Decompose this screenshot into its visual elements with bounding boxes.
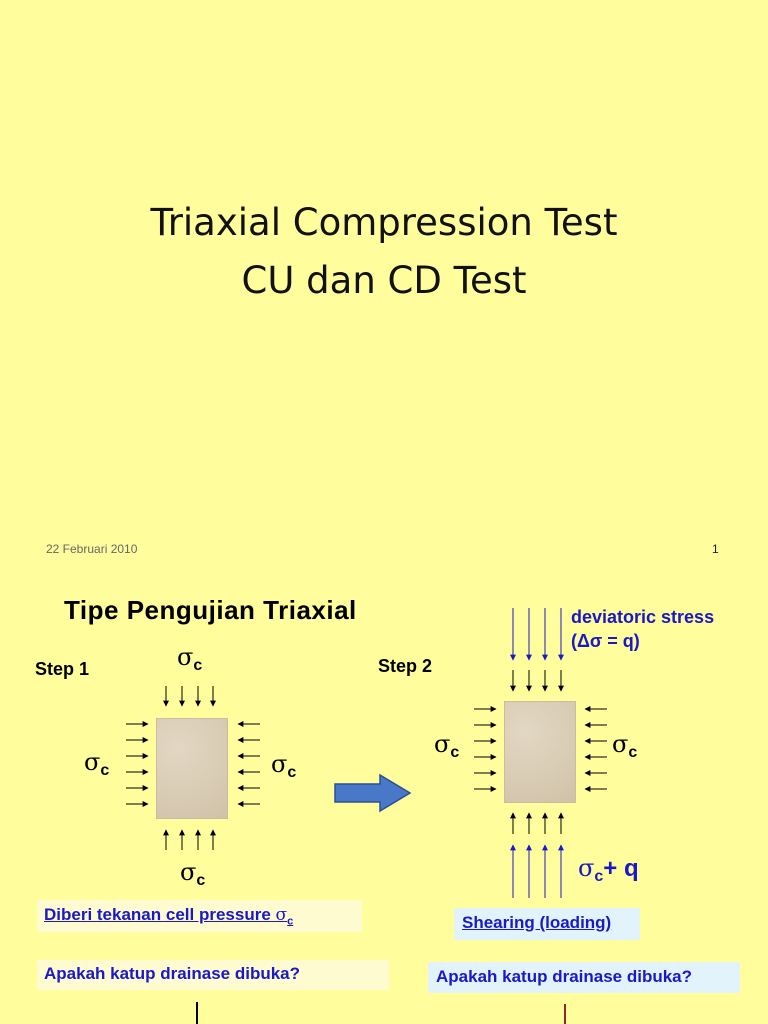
- sigma-c-right-step1: σc: [271, 750, 297, 781]
- sigma-c-top-step1: σc: [177, 643, 203, 674]
- callout-drainage-left: Apakah katup drainase dibuka?: [37, 960, 389, 990]
- diagram-title: Tipe Pengujian Triaxial: [64, 595, 357, 625]
- deviatoric-stress-text: deviatoric stress: [571, 607, 715, 627]
- transition-arrow: [334, 773, 412, 813]
- step2-up-arrows: [510, 812, 564, 834]
- sigma-c-left-step2: σc: [434, 730, 460, 761]
- deviatoric-stress-formula: (Δσ = q): [571, 631, 640, 651]
- sigma-c-right-step2: σc: [612, 730, 638, 761]
- callout-shearing: Shearing (loading): [454, 908, 640, 940]
- step-1-label: Step 1: [35, 659, 90, 679]
- title-line-1: Triaxial Compression Test: [150, 201, 618, 244]
- step1-left-arrows: [237, 721, 260, 807]
- step2-deviatoric-down-arrows: [510, 608, 564, 661]
- sigma-c-plus-q-label: σc+ q: [578, 854, 639, 885]
- slide-date: 22 Februari 2010: [46, 542, 138, 556]
- step2-down-arrows: [510, 670, 564, 692]
- step2-right-arrows: [474, 706, 497, 792]
- deviatoric-stress-label: deviatoric stress (Δσ = q): [571, 605, 714, 653]
- step1-right-arrows: [126, 721, 149, 807]
- step-2-label: Step 2: [378, 656, 433, 676]
- sigma-c-bottom-step1: σc: [180, 858, 206, 889]
- callout-cell-pressure: Diberi tekanan cell pressure σc: [37, 900, 362, 932]
- step2-left-arrows: [584, 706, 607, 792]
- step2-deviatoric-up-arrows: [510, 844, 564, 898]
- sigma-c-left-step1: σc: [84, 748, 110, 779]
- soil-specimen-step1: [156, 718, 228, 819]
- title-line-2: CU dan CD Test: [241, 259, 527, 302]
- step1-up-arrows: [163, 829, 216, 850]
- step1-down-arrows: [163, 686, 216, 707]
- slide-title: Triaxial Compression Test CU dan CD Test: [0, 194, 768, 310]
- callout-drainage-right: Apakah katup drainase dibuka?: [428, 962, 740, 993]
- slide-number: 1: [712, 542, 719, 556]
- soil-specimen-step2: [504, 701, 576, 803]
